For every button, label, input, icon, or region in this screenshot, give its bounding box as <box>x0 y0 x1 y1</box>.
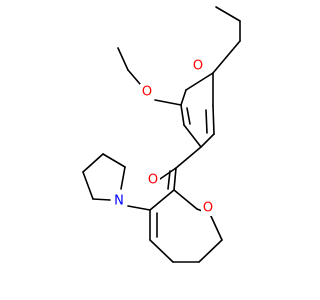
bond <box>149 189 175 211</box>
bond <box>167 170 171 190</box>
molecule-structure-diagram: O O O O N <box>82 6 241 263</box>
bond <box>209 213 223 241</box>
bond <box>154 99 182 106</box>
bond <box>175 146 202 169</box>
bond <box>120 166 126 190</box>
atom-o-ketone: O <box>146 172 160 188</box>
bond <box>117 47 129 71</box>
atom-label-o: O <box>193 59 203 74</box>
atom-label-n: N <box>114 194 124 209</box>
atom-o-ring-ketone: O <box>201 200 215 216</box>
bond <box>82 153 104 173</box>
bond <box>200 133 215 148</box>
bond <box>180 104 185 126</box>
bond <box>173 189 198 210</box>
bond <box>212 105 215 135</box>
bond <box>127 69 141 85</box>
atom-o-ethoxy-left: O <box>140 84 154 100</box>
bond <box>127 205 151 211</box>
bond <box>173 167 177 191</box>
bond <box>82 171 94 200</box>
atom-n-pyrrolidine: N <box>112 193 126 209</box>
bond-skeleton <box>82 6 241 263</box>
atom-label-o: O <box>142 85 152 100</box>
atom-label-o: O <box>203 201 213 216</box>
atom-labels: O O O O N <box>112 58 215 216</box>
bond <box>185 72 214 91</box>
bond <box>159 167 177 180</box>
bond <box>180 89 187 106</box>
bond <box>102 153 126 168</box>
bond <box>186 107 191 125</box>
bond <box>212 40 241 74</box>
atom-o-ethoxy-top: O <box>191 58 205 74</box>
bond <box>205 109 208 134</box>
bond <box>183 124 202 148</box>
bond <box>215 6 241 22</box>
bond <box>92 198 111 201</box>
bond <box>198 239 223 263</box>
atom-label-o: O <box>148 173 158 188</box>
bond <box>149 239 174 263</box>
